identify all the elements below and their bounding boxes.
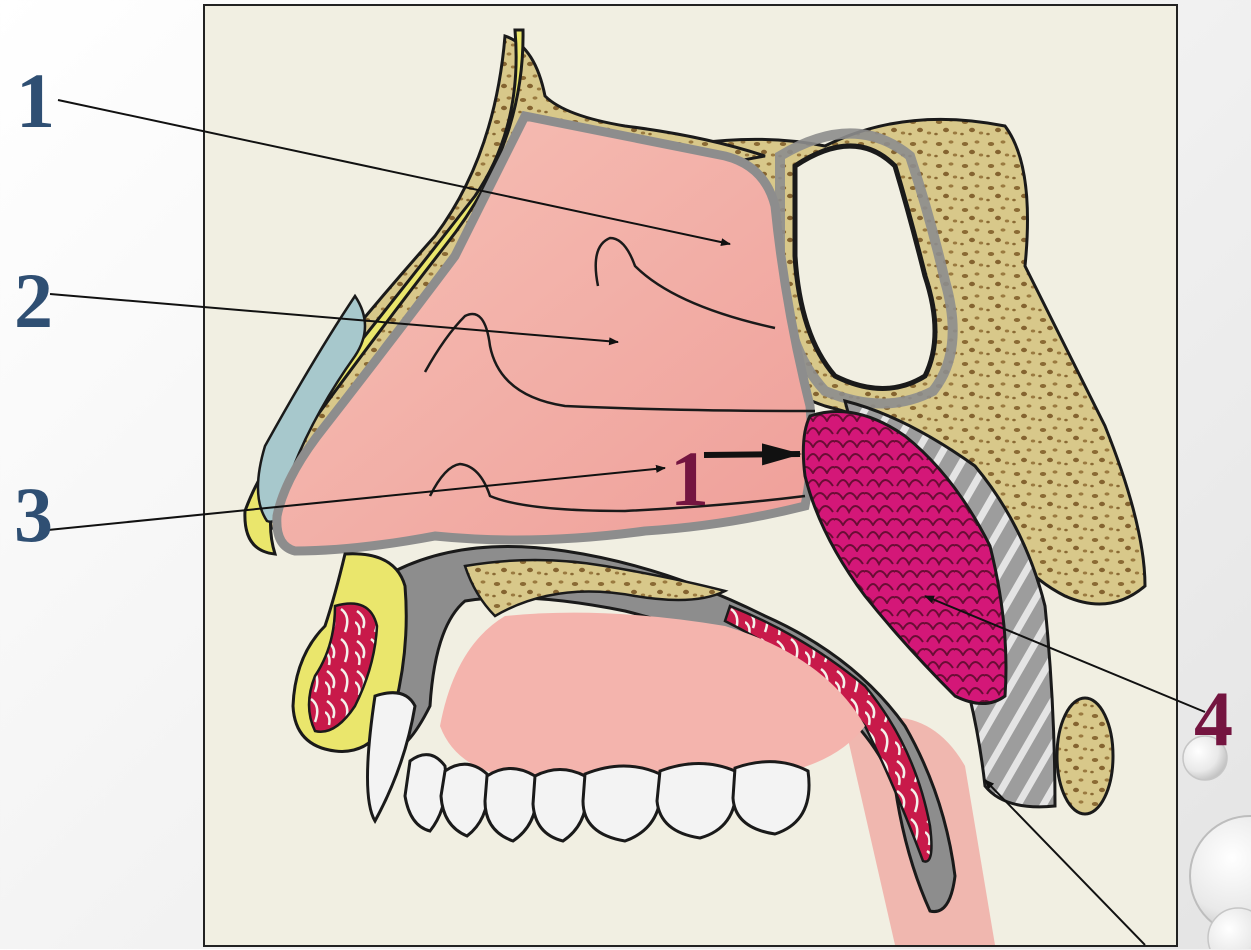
label-lower-nasal-passage: 3 (14, 476, 53, 554)
label-adenoid-tonsil: 4 (1194, 680, 1233, 758)
label-choana: 1 (670, 440, 709, 518)
label-upper-nasal-passage: 1 (16, 62, 55, 140)
label-middle-nasal-passage: 2 (14, 262, 53, 340)
